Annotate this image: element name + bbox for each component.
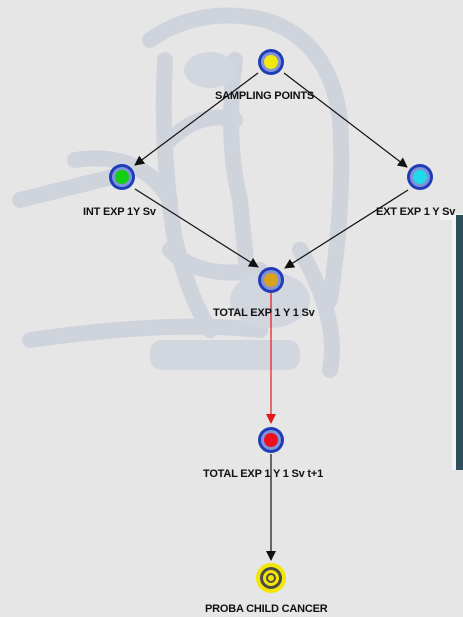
label-total-exp: TOTAL EXP 1 Y 1 Sv (213, 307, 315, 319)
node-ext-exp[interactable] (407, 164, 433, 190)
node-core (115, 170, 129, 184)
node-core (264, 433, 278, 447)
label-total-exp-t1: TOTAL EXP 1 Y 1 Sv t+1 (203, 468, 324, 480)
label-ext-exp: EXT EXP 1 Y Sv (376, 206, 456, 218)
node-core (264, 273, 278, 287)
edge-int-to-total (134, 188, 259, 268)
label-proba-child-cancer: PROBA CHILD CANCER (205, 603, 328, 615)
node-core (413, 170, 427, 184)
label-sampling-points: SAMPLING POINTS (215, 90, 315, 102)
side-window-edge (440, 214, 463, 220)
node-core (264, 55, 278, 69)
node-total-exp-t1[interactable] (258, 427, 284, 453)
edge-ext-to-total (284, 189, 409, 269)
label-int-exp: INT EXP 1Y Sv (83, 206, 156, 218)
node-int-exp[interactable] (109, 164, 135, 190)
edge-sampling-to-int (134, 72, 259, 166)
edge-sampling-to-ext (283, 72, 408, 168)
node-sampling-points[interactable] (258, 49, 284, 75)
side-window-panel (452, 215, 463, 470)
node-proba-child-cancer[interactable] (256, 563, 286, 593)
node-total-exp[interactable] (258, 267, 284, 293)
